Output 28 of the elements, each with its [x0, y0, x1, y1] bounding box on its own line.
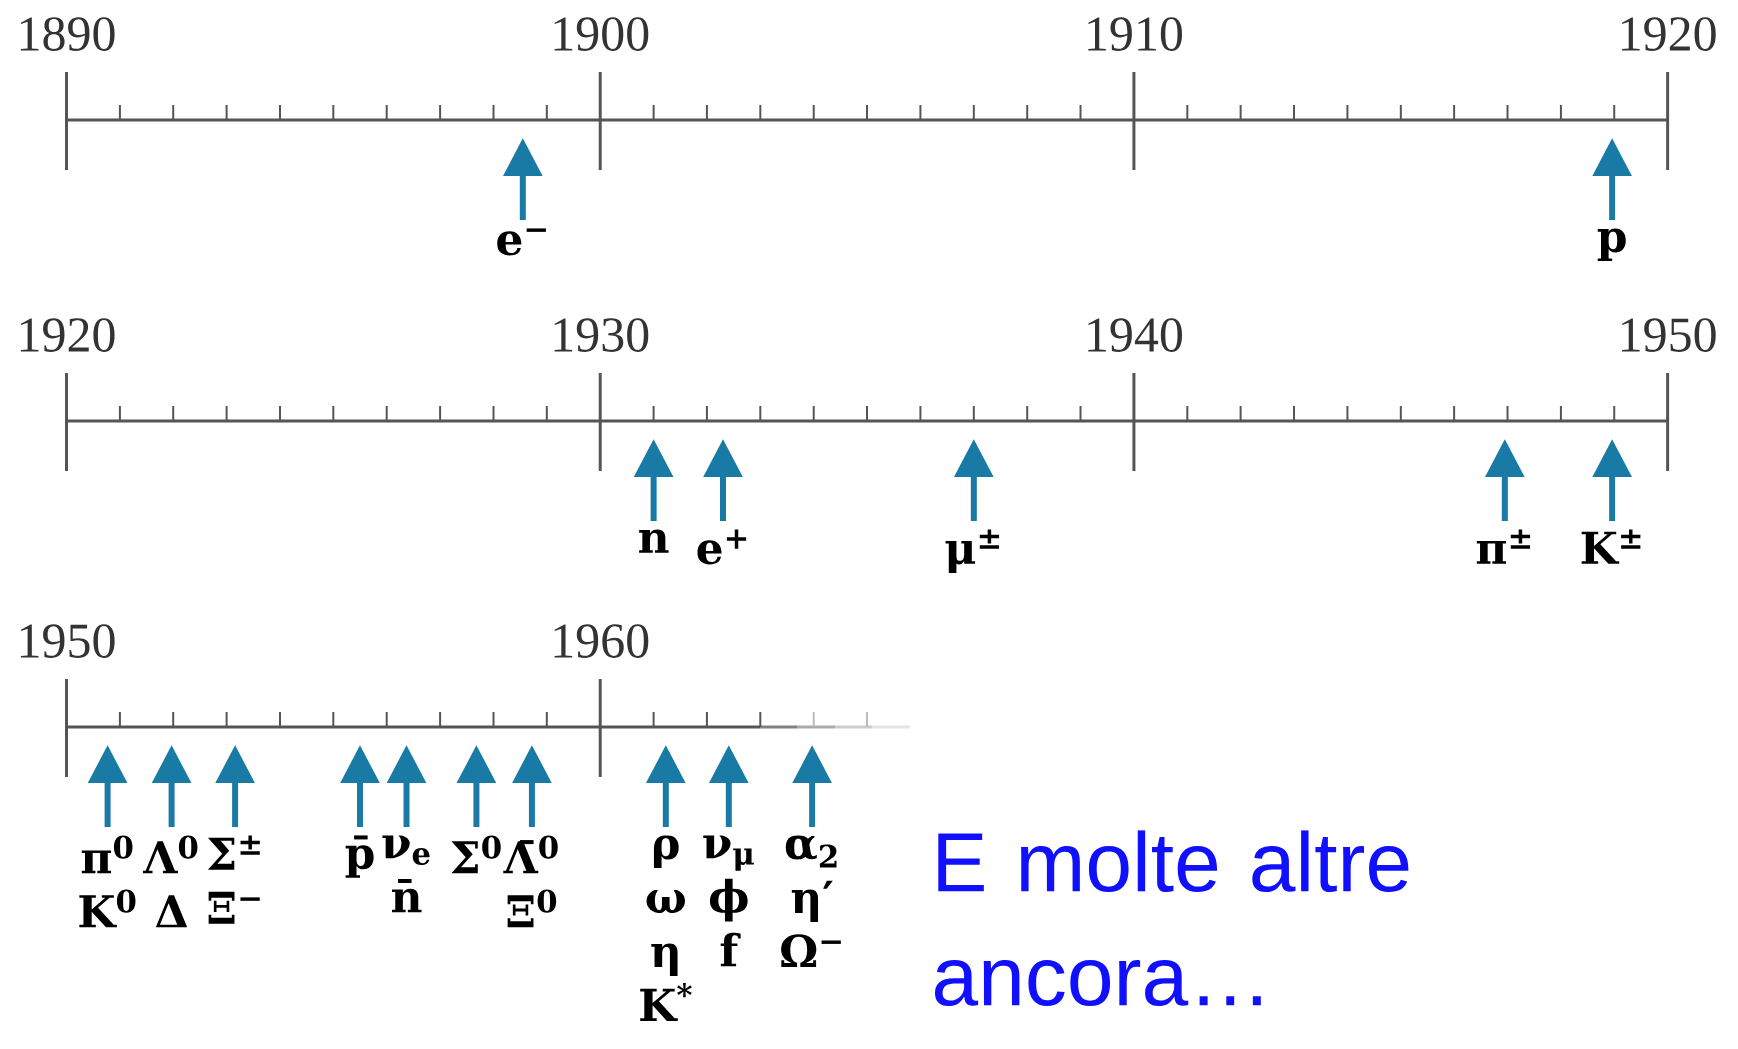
year-label: 1910: [1088, 17, 1182, 51]
particle-label: e$^{+}$: [697, 529, 747, 565]
particle-label: Σ$^{0}$: [451, 835, 501, 874]
year-label: 1900: [554, 17, 649, 51]
particle-label: Λ̄$^{0}$ Ξ$^{0}$: [503, 835, 558, 928]
particle-label: π$^{0}$ K$^{0}$: [79, 835, 136, 928]
particle-label: e$^{−}$: [497, 228, 546, 256]
particle-label: Σ$^{±}$ Ξ$^{−}$: [207, 835, 260, 924]
year-label: 1950: [1622, 318, 1716, 352]
year-label: 1940: [1088, 318, 1182, 352]
note-text: E molte altre ancora…: [935, 830, 1409, 1007]
year-label: 1930: [554, 318, 649, 352]
particle-label: n: [639, 529, 669, 553]
year-label: 1960: [554, 624, 649, 658]
particle-label: K$^{±}$: [1581, 529, 1641, 564]
particle-label: p̄: [345, 835, 374, 878]
particle-label: ν$_{μ}$ ϕ f: [703, 835, 754, 967]
particle-label: Λ$^{0}$ Δ: [143, 835, 198, 928]
particle-label: ρ ω η K$^{*}$: [640, 835, 692, 1021]
particle-label: ν$_{e}$ n̄: [382, 835, 430, 913]
year-label: 1920: [20, 318, 115, 352]
year-label: 1890: [20, 17, 115, 51]
particle-label: μ$^{±}$: [945, 529, 1000, 573]
particle-label: p: [1597, 228, 1626, 261]
year-label: 1920: [1622, 17, 1716, 51]
particle-label: α$_{2}$ η′ Ω$^{−}$: [781, 835, 841, 967]
particle-label: π$^{±}$: [1476, 529, 1531, 564]
year-label: 1950: [20, 624, 115, 658]
